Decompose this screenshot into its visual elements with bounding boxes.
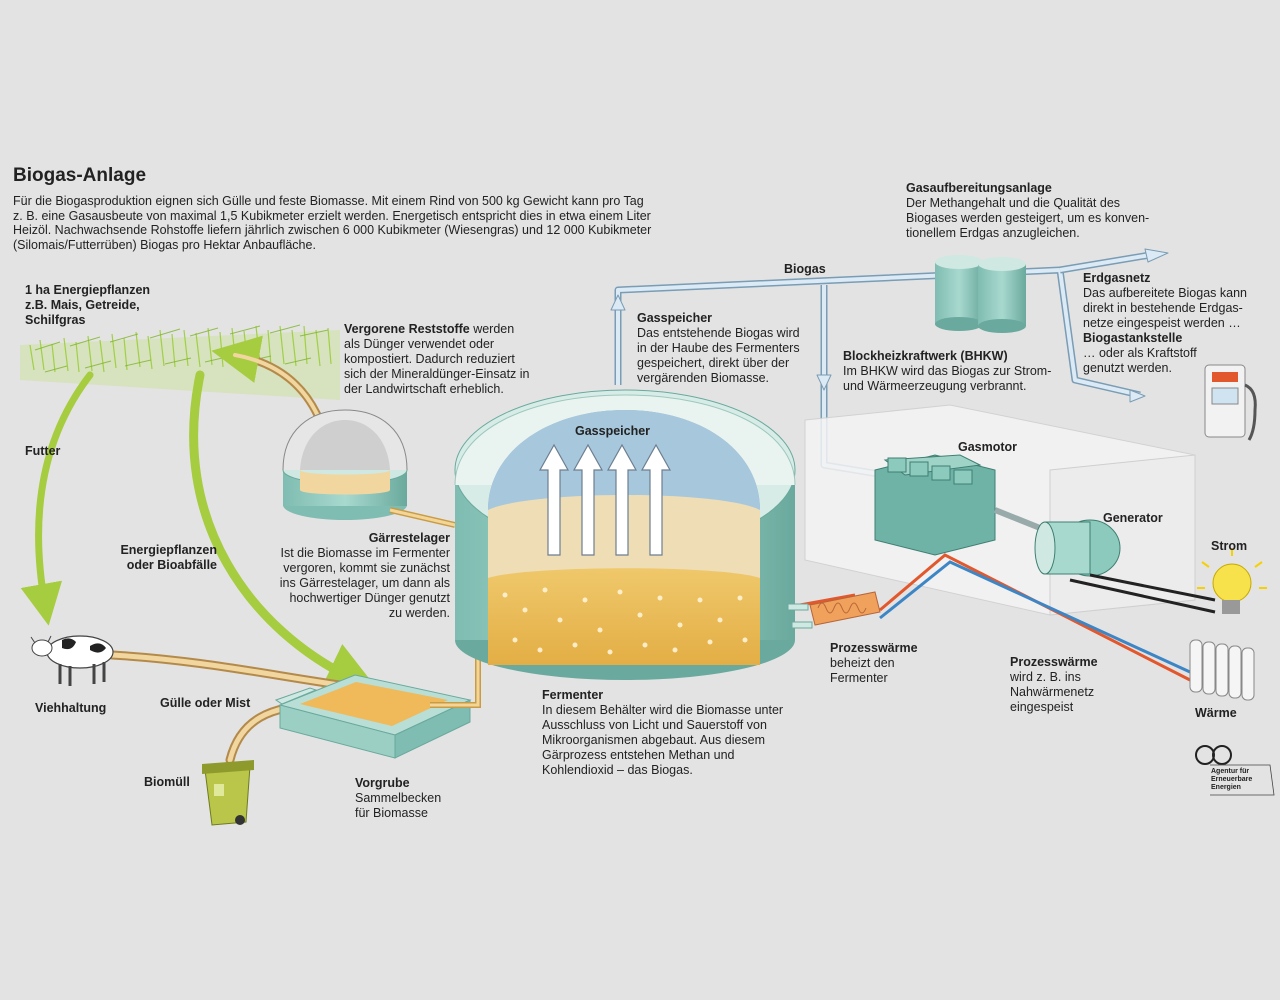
residues-title: Vergorene Reststoffe [344,322,470,336]
pit-text-1: Sammelbecken [355,791,442,805]
label-livestock: Viehhaltung [35,701,107,715]
pit-title: Vorgrube [355,776,410,790]
gas-upgrade-tanks [935,255,1026,333]
energy-plants-sub1: z.B. Mais, Getreide, [25,298,140,312]
label-engine: Gasmotor [958,440,1018,454]
collection-pit [274,632,485,759]
cow-icon [30,635,114,686]
energy-lines [799,553,1216,682]
residues-text-4: sich der Mineraldünger-Einsatz in [344,367,530,381]
digestate-title: Gärrestelager [368,531,450,545]
fermenter-text-4: Gärprozess entstehen Methan und [542,748,735,762]
label-electricity: Strom [1211,539,1248,553]
digestate-storage-tank [282,409,456,528]
gas-storage-text-1: Das entstehende Biogas wird [637,326,800,340]
grid-text-3: netze eingespeist werden … [1083,316,1241,330]
process-heat-2-text-2: Nahwärmenetz [1010,685,1095,699]
station-title: Biogastankstelle [1083,331,1183,345]
station-text-1: … oder als Kraftstoff [1083,346,1197,360]
fermenter-text-5: Kohlendioxid – das Biogas. [542,763,693,777]
label-energy-waste-1: Energiepflanzen [120,543,217,557]
grid-text-2: direkt in bestehende Erdgas- [1083,301,1243,315]
digestate-text-5: zu werden. [388,606,450,620]
process-heat-2-text-3: eingespeist [1010,700,1074,714]
label-energy-waste-2: oder Bioabfälle [126,558,217,572]
grid-text-1: Das aufbereitete Biogas kann [1083,286,1247,300]
process-heat-1-title: Prozesswärme [830,641,918,655]
residues-text-5: der Landwirtschaft erheblich. [344,382,504,396]
fuel-pump-icon [1204,364,1257,441]
radiator-icon [1189,639,1255,701]
label-futter: Futter [25,444,61,458]
light-bulb-icon [1197,548,1267,614]
station-text-2: genutzt werden. [1083,361,1172,375]
residues-text-2: als Dünger verwendet oder [344,337,495,351]
label-generator: Generator [1103,511,1163,525]
upgrade-text-1: Der Methangehalt und die Qualität des [906,196,1121,210]
grid-title: Erdgasnetz [1083,271,1151,285]
gas-engine [874,454,1047,556]
fermenter-text-2: Ausschluss von Licht und Sauerstoff von [542,718,767,732]
digestate-text-4: hochwertiger Dünger genutzt [289,591,450,605]
energy-plants-sub2: Schilfgras [25,313,86,327]
label-biogas: Biogas [784,262,826,276]
logo-line-2: Erneuerbare [1211,776,1253,783]
gas-storage-text-4: vergärenden Biomasse. [637,371,770,385]
fermenter-text-3: Mikroorganismen abgebaut. Aus diesem [542,733,766,747]
digestate-text-3: ins Gärrestelager, um dann als [279,576,450,590]
label-biowaste: Biomüll [144,775,190,789]
digestate-text-2: vergoren, kommt sie zunächst [283,561,450,575]
digestate-text-1: Ist die Biomasse im Fermenter [280,546,451,560]
energy-plants-title: 1 ha Energiepflanzen [25,283,151,297]
upgrade-text-3: tionellem Erdgas anzugleichen. [906,226,1080,240]
label-heat: Wärme [1195,706,1237,720]
process-heat-2-title: Prozesswärme [1010,655,1098,669]
pit-text-2: für Biomasse [355,806,428,820]
fermenter-title: Fermenter [542,688,604,702]
chp-title: Blockheizkraftwerk (BHKW) [843,349,1008,363]
heat-exchanger [787,591,881,629]
chp-text-2: und Wärmeerzeugung verbrannt. [843,379,1027,393]
logo-line-1: Agentur für [1211,768,1250,775]
label-manure: Gülle oder Mist [160,696,251,710]
biomass-bubbles [502,587,748,655]
residues-line-1: Vergorene Reststoffe werden [344,322,514,337]
upgrade-title: Gasaufbereitungsanlage [906,181,1052,195]
process-heat-1-text-2: Fermenter [830,671,888,685]
chp-text-1: Im BHKW wird das Biogas zur Strom- [843,364,1052,378]
biowaste-bin-icon [202,760,254,826]
gas-storage-text-3: gespeichert, direkt über der [637,356,790,370]
intro-text: Für die Biogasproduktion eignen sich Gül… [13,194,652,252]
fermenter-tank [454,389,796,680]
residues-text-3: kompostiert. Dadurch reduziert [344,352,515,366]
residues-text-1: werden [469,322,515,336]
agency-logo-icon [1195,745,1275,796]
process-heat-2-text-1: wird z. B. ins [1010,670,1081,684]
gas-storage-inner-label: Gasspeicher [575,424,651,438]
gas-storage-title: Gasspeicher [637,311,713,325]
energy-plants-field [20,324,340,400]
generator [1034,519,1121,577]
process-heat-1-text-1: beheizt den [830,656,895,670]
gas-storage-text-2: in der Haube des Fermenters [637,341,800,355]
logo-line-3: Energien [1211,784,1241,791]
page-title: Biogas-Anlage [13,165,147,186]
fermenter-text-1: In diesem Behälter wird die Biomasse unt… [542,703,784,717]
upgrade-text-2: Biogases werden gesteigert, um es konven… [906,211,1150,225]
